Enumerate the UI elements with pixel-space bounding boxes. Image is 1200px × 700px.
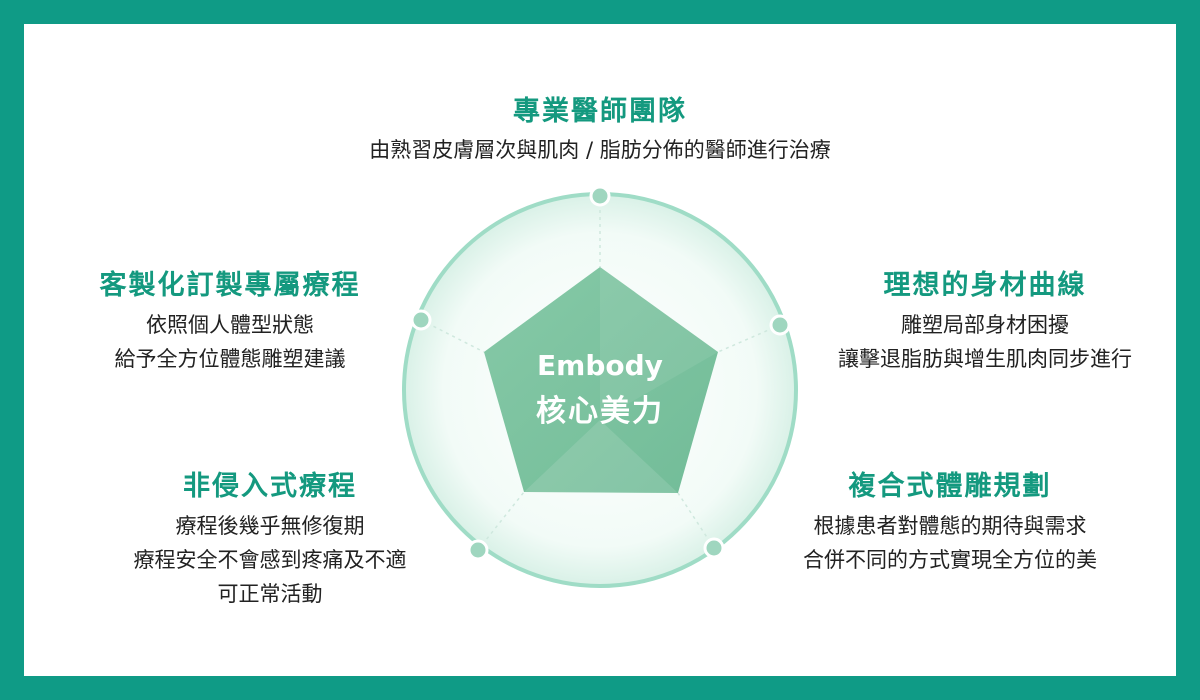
feature-right-upper: 理想的身材曲線 雕塑局部身材困擾 讓擊退脂肪與增生肌肉同步進行: [810, 272, 1160, 370]
feature-desc: 療程安全不會感到疼痛及不適: [133, 548, 407, 572]
feature-desc: 合併不同的方式實現全方位的美: [803, 548, 1097, 572]
node-dot: [589, 185, 611, 207]
core-pentagon: [484, 267, 718, 493]
feature-right-lower: 複合式體雕規劃 根據患者對體態的期待與需求 合併不同的方式實現全方位的美: [770, 473, 1130, 571]
feature-desc: 由熟習皮膚層次與肌肉 / 脂肪分佈的醫師進行治療: [369, 138, 831, 162]
pentagon-facet: [600, 267, 718, 420]
feature-desc: 給予全方位體態雕塑建議: [114, 347, 346, 371]
feature-desc: 可正常活動: [217, 582, 323, 606]
feature-left-lower: 非侵入式療程 療程後幾乎無修復期 療程安全不會感到疼痛及不適 可正常活動: [100, 473, 440, 605]
feature-title: 非侵入式療程: [183, 471, 357, 502]
feature-title: 理想的身材曲線: [883, 270, 1087, 301]
connector-lines: [420, 196, 781, 551]
feature-title: 客製化訂製專屬療程: [99, 270, 361, 301]
node-dots: [410, 185, 791, 561]
center-label-en: Embody: [537, 349, 663, 382]
feature-desc: 依照個人體型狀態: [146, 313, 314, 337]
feature-desc: 根據患者對體態的期待與需求: [813, 514, 1087, 538]
feature-left-upper: 客製化訂製專屬療程 依照個人體型狀態 給予全方位體態雕塑建議: [60, 272, 400, 370]
node-dot: [410, 309, 432, 331]
node-dot: [703, 537, 725, 559]
feature-desc: 讓擊退脂肪與增生肌肉同步進行: [838, 347, 1132, 371]
center-label-zh: 核心美力: [536, 394, 664, 429]
feature-desc: 療程後幾乎無修復期: [175, 514, 365, 538]
feature-top: 專業醫師團隊 由熟習皮膚層次與肌肉 / 脂肪分佈的醫師進行治療: [300, 98, 900, 161]
feature-title: 專業醫師團隊: [513, 96, 687, 127]
node-dot: [769, 314, 791, 336]
node-dot: [467, 539, 489, 561]
pentagon-facet: [524, 420, 678, 493]
feature-desc: 雕塑局部身材困擾: [901, 313, 1069, 337]
feature-title: 複合式體雕規劃: [848, 471, 1052, 502]
